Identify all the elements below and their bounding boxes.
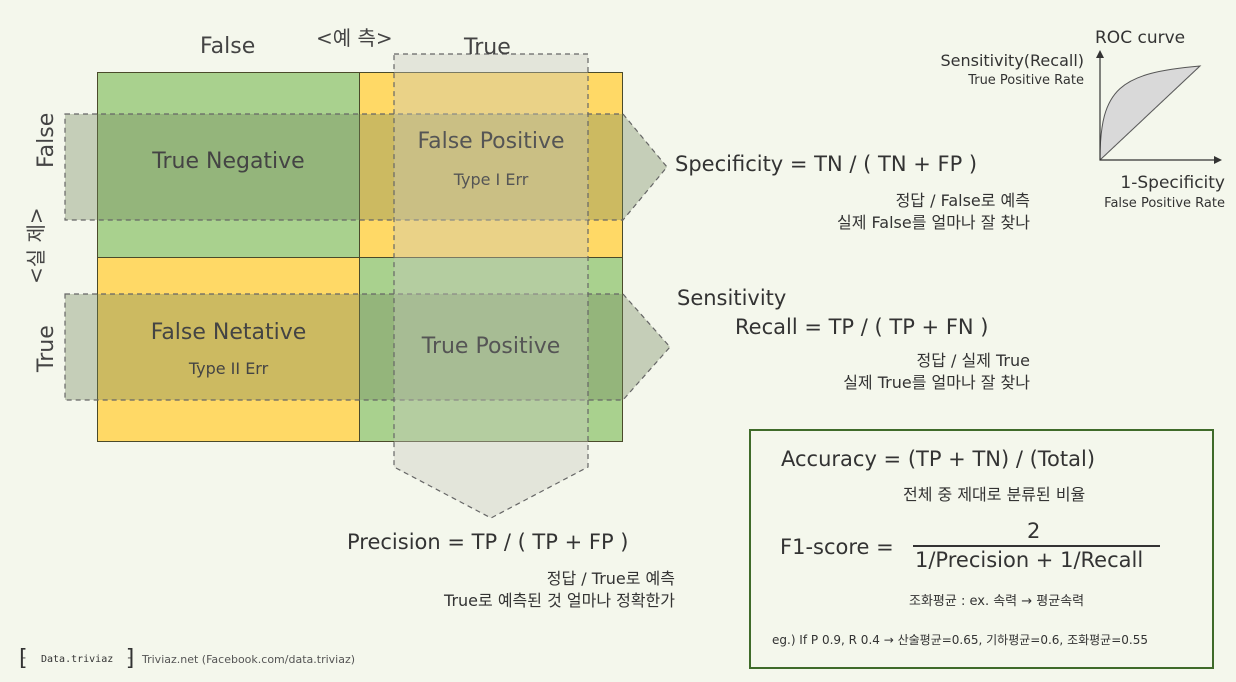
recall-line1: 정답 / 실제 True [916, 351, 1030, 370]
actual-false-label: False [34, 112, 59, 168]
footer-brand: Data.triviaz [41, 654, 114, 665]
actual-true-label: True [34, 325, 59, 372]
sensitivity-title: Sensitivity [677, 286, 787, 310]
roc-chart [1096, 50, 1222, 164]
footer-credit: Triviaz.net (Facebook.com/data.triviaz) [142, 653, 356, 666]
footer-bracket-left: ⁅ [19, 646, 28, 671]
example-note: eg.) If P 0.9, R 0.4 → 산술평균=0.65, 기하평균=0… [772, 633, 1148, 647]
cell-false-negative [97, 257, 360, 442]
tp-title: True Positive [421, 334, 561, 359]
fp-sub: Type I Err [453, 170, 529, 189]
fn-title: False Netative [150, 320, 307, 345]
precision-line1: 정답 / True로 예측 [546, 569, 675, 588]
roc-x-arrowhead [1214, 156, 1222, 164]
predicted-axis-label: <예 측> [316, 26, 393, 50]
roc-ylabel1: Sensitivity(Recall) [940, 51, 1084, 70]
roc-diagonal [1099, 65, 1201, 161]
precision-arrow [393, 53, 589, 519]
roc-y-arrowhead [1096, 50, 1104, 58]
f1-numerator: 2 [1027, 519, 1041, 543]
f1-denominator: 1/Precision + 1/Recall [915, 548, 1144, 572]
specificity-arrow [64, 113, 668, 221]
fn-sub: Type II Err [188, 359, 269, 378]
cell-true-positive [359, 257, 623, 442]
roc-xlabel1: 1-Specificity [1120, 173, 1225, 193]
precision-line2: True로 예측된 것 얼마나 정확한가 [444, 591, 675, 610]
specificity-formula: Specificity = TN / ( TN + FP ) [675, 152, 978, 176]
accuracy-formula: Accuracy = (TP + TN) / (Total) [781, 447, 1096, 471]
predicted-false-label: False [200, 34, 256, 59]
specificity-line1: 정답 / False로 예측 [895, 191, 1030, 210]
roc-xlabel2: False Positive Rate [1104, 196, 1225, 211]
specificity-line2: 실제 False를 얼마나 잘 찾나 [837, 213, 1030, 232]
metrics-box [749, 429, 1214, 669]
recall-formula: Recall = TP / ( TP + FN ) [735, 315, 989, 339]
tn-title: True Negative [152, 149, 305, 174]
f1-fraction-line [913, 545, 1160, 547]
fp-title: False Positive [417, 129, 565, 154]
recall-line2: 실제 True를 얼마나 잘 찾나 [843, 373, 1030, 392]
roc-ylabel2: True Positive Rate [968, 73, 1084, 88]
actual-axis-label: <실 제> [24, 207, 48, 284]
cell-true-negative [97, 72, 360, 258]
predicted-true-label: True [464, 35, 511, 60]
footer-bracket-right: ⁆ [126, 646, 135, 671]
roc-title: ROC curve [1095, 28, 1186, 48]
f1-label: F1-score = [780, 535, 894, 559]
recall-arrow [64, 293, 671, 401]
cell-false-positive [359, 72, 623, 258]
accuracy-desc: 전체 중 제대로 분류된 비율 [903, 485, 1086, 504]
precision-formula: Precision = TP / ( TP + FP ) [347, 530, 629, 554]
harmonic-note: 조화평균 : ex. 속력 → 평균속력 [909, 594, 1085, 609]
